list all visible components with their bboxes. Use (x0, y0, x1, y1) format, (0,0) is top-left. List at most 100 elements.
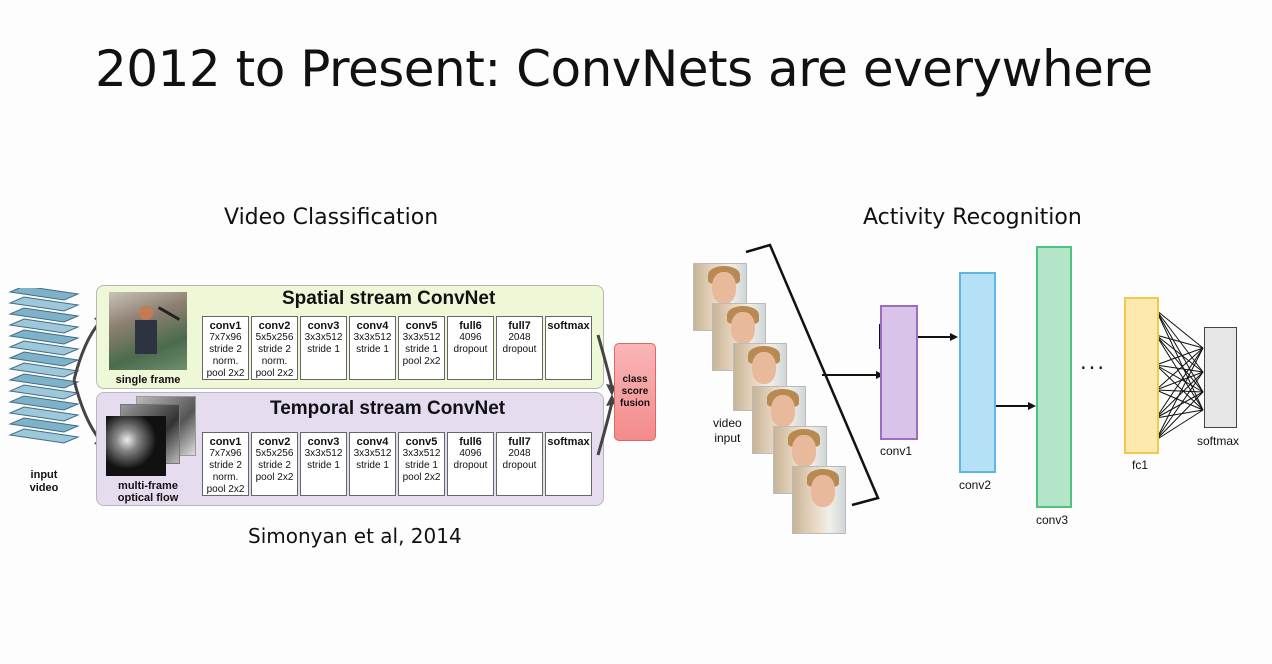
spatial-layer-conv2-l2: stride 2 (258, 344, 291, 355)
fusion-arrows (596, 334, 616, 456)
fc-connection-line (1155, 389, 1204, 411)
face-shape (712, 272, 736, 304)
input-video-stack (8, 288, 80, 444)
face-shape (771, 395, 795, 427)
conv2-label: conv2 (959, 478, 992, 492)
spatial-layer-full7-l2: dropout (502, 344, 537, 355)
conv2-block (959, 272, 996, 473)
temporal-layer-full6-l2: dropout (453, 460, 488, 471)
temporal-layer-conv5-name: conv5 (405, 436, 438, 448)
temporal-layer-conv1-l2: stride 2 (209, 460, 242, 471)
spatial-layer-conv2-name: conv2 (258, 320, 291, 332)
spatial-layer-conv3-name: conv3 (307, 320, 340, 332)
video-frame-slice (8, 296, 80, 312)
optical-flow-thumbnail (106, 396, 196, 480)
temporal-layer-conv4-l1: 3x3x512 (353, 448, 392, 459)
temporal-stream-title: Temporal stream ConvNet (270, 398, 506, 419)
video-frame-slice (8, 318, 80, 334)
spatial-layer-conv1-l2: stride 2 (209, 344, 242, 355)
video-input-label: video input (713, 416, 742, 446)
temporal-layer-full6-l1: 4096 (459, 448, 482, 459)
video-frame-slice (8, 406, 80, 422)
video-classification-heading: Video Classification (224, 205, 439, 230)
fc-connection-line (1155, 334, 1204, 373)
input-video-label: input video (24, 469, 64, 495)
spatial-layer-conv4-l1: 3x3x512 (353, 332, 392, 343)
spatial-layer-conv1-name: conv1 (209, 320, 242, 332)
fc-connection-line (1155, 347, 1204, 441)
video-frame-slice (8, 288, 80, 301)
input-label-line1: input (30, 469, 58, 481)
spatial-layer-conv5-l3: pool 2x2 (402, 356, 441, 367)
fusion-line1: class (622, 374, 648, 385)
spatial-layer-conv5-name: conv5 (405, 320, 438, 332)
fc-connection-line (1155, 389, 1204, 393)
slide-title: 2012 to Present: ConvNets are everywhere (95, 40, 1153, 98)
video-frame-slice (8, 417, 80, 433)
video-frame-slice (8, 373, 80, 389)
fusion-line3: fusion (620, 398, 650, 409)
spatial-layer-conv1-l3: norm. (212, 356, 239, 367)
fc-connection-line (1155, 334, 1204, 349)
spatial-layer-full6-l2: dropout (453, 344, 488, 355)
temporal-layer-conv1-l1: 7x7x96 (209, 448, 242, 459)
optical-flow-label: multi-frame optical flow (106, 480, 190, 504)
temporal-layer-conv3-l2: stride 1 (307, 460, 340, 471)
spatial-layer-conv4-l2: stride 1 (356, 344, 389, 355)
spatial-layer-conv2-l4: pool 2x2 (255, 368, 294, 379)
conv3-label: conv3 (1036, 513, 1069, 527)
temporal-layer-conv2-l2: stride 2 (258, 460, 291, 471)
temporal-layer-conv2-name: conv2 (258, 436, 291, 448)
face-shape (811, 475, 835, 507)
input-label-line2: video (29, 482, 59, 494)
fc1-label: fc1 (1132, 458, 1149, 472)
video-frame-slice (8, 340, 80, 356)
video-input-line2: input (714, 431, 741, 445)
spatial-layer-softmax-name: softmax (547, 320, 590, 332)
ellipsis: ... (1080, 348, 1107, 375)
spatial-layer-conv3-l2: stride 1 (307, 344, 340, 355)
conv1-block (880, 305, 918, 440)
spatial-layer-conv4-name: conv4 (356, 320, 389, 332)
conv3-block (1036, 246, 1072, 508)
temporal-layer-conv3-name: conv3 (307, 436, 340, 448)
fc-connection-line (1155, 364, 1204, 393)
fc-connection-line (1155, 364, 1204, 411)
temporal-layer-conv5-l1: 3x3x512 (402, 448, 441, 459)
video-frame-slice (8, 362, 80, 378)
spatial-layer-conv1-l4: pool 2x2 (206, 368, 245, 379)
temporal-layer-softmax-name: softmax (547, 436, 590, 448)
fc-connection-line (1155, 334, 1204, 411)
video-frame-slice (8, 384, 80, 400)
spatial-layer-softmax: softmax (545, 316, 592, 380)
fusion-line2: score (621, 386, 649, 397)
temporal-layer-conv1-l4: pool 2x2 (206, 484, 245, 495)
face-shape (752, 352, 776, 384)
video-frame-slice (8, 428, 80, 444)
fc-connection-line (1155, 309, 1204, 393)
softmax-block (1204, 327, 1237, 428)
spatial-layer-conv5-l2: stride 1 (405, 344, 438, 355)
face-shape (731, 312, 755, 344)
softmax-label: softmax (1197, 434, 1240, 448)
spatial-layer-conv2-l3: norm. (261, 356, 288, 367)
temporal-layer-conv5-l2: stride 1 (405, 460, 438, 471)
single-frame-label: single frame (115, 374, 181, 386)
conv1-label: conv1 (880, 444, 913, 458)
fc-connection-line (1155, 347, 1204, 419)
temporal-layer-full7-l2: dropout (502, 460, 537, 471)
temporal-layer-conv3-l1: 3x3x512 (304, 448, 343, 459)
temporal-layer-full6-name: full6 (459, 436, 482, 448)
optical-flow-label-line1: multi-frame (118, 480, 178, 492)
temporal-layer-conv1-name: conv1 (209, 436, 242, 448)
